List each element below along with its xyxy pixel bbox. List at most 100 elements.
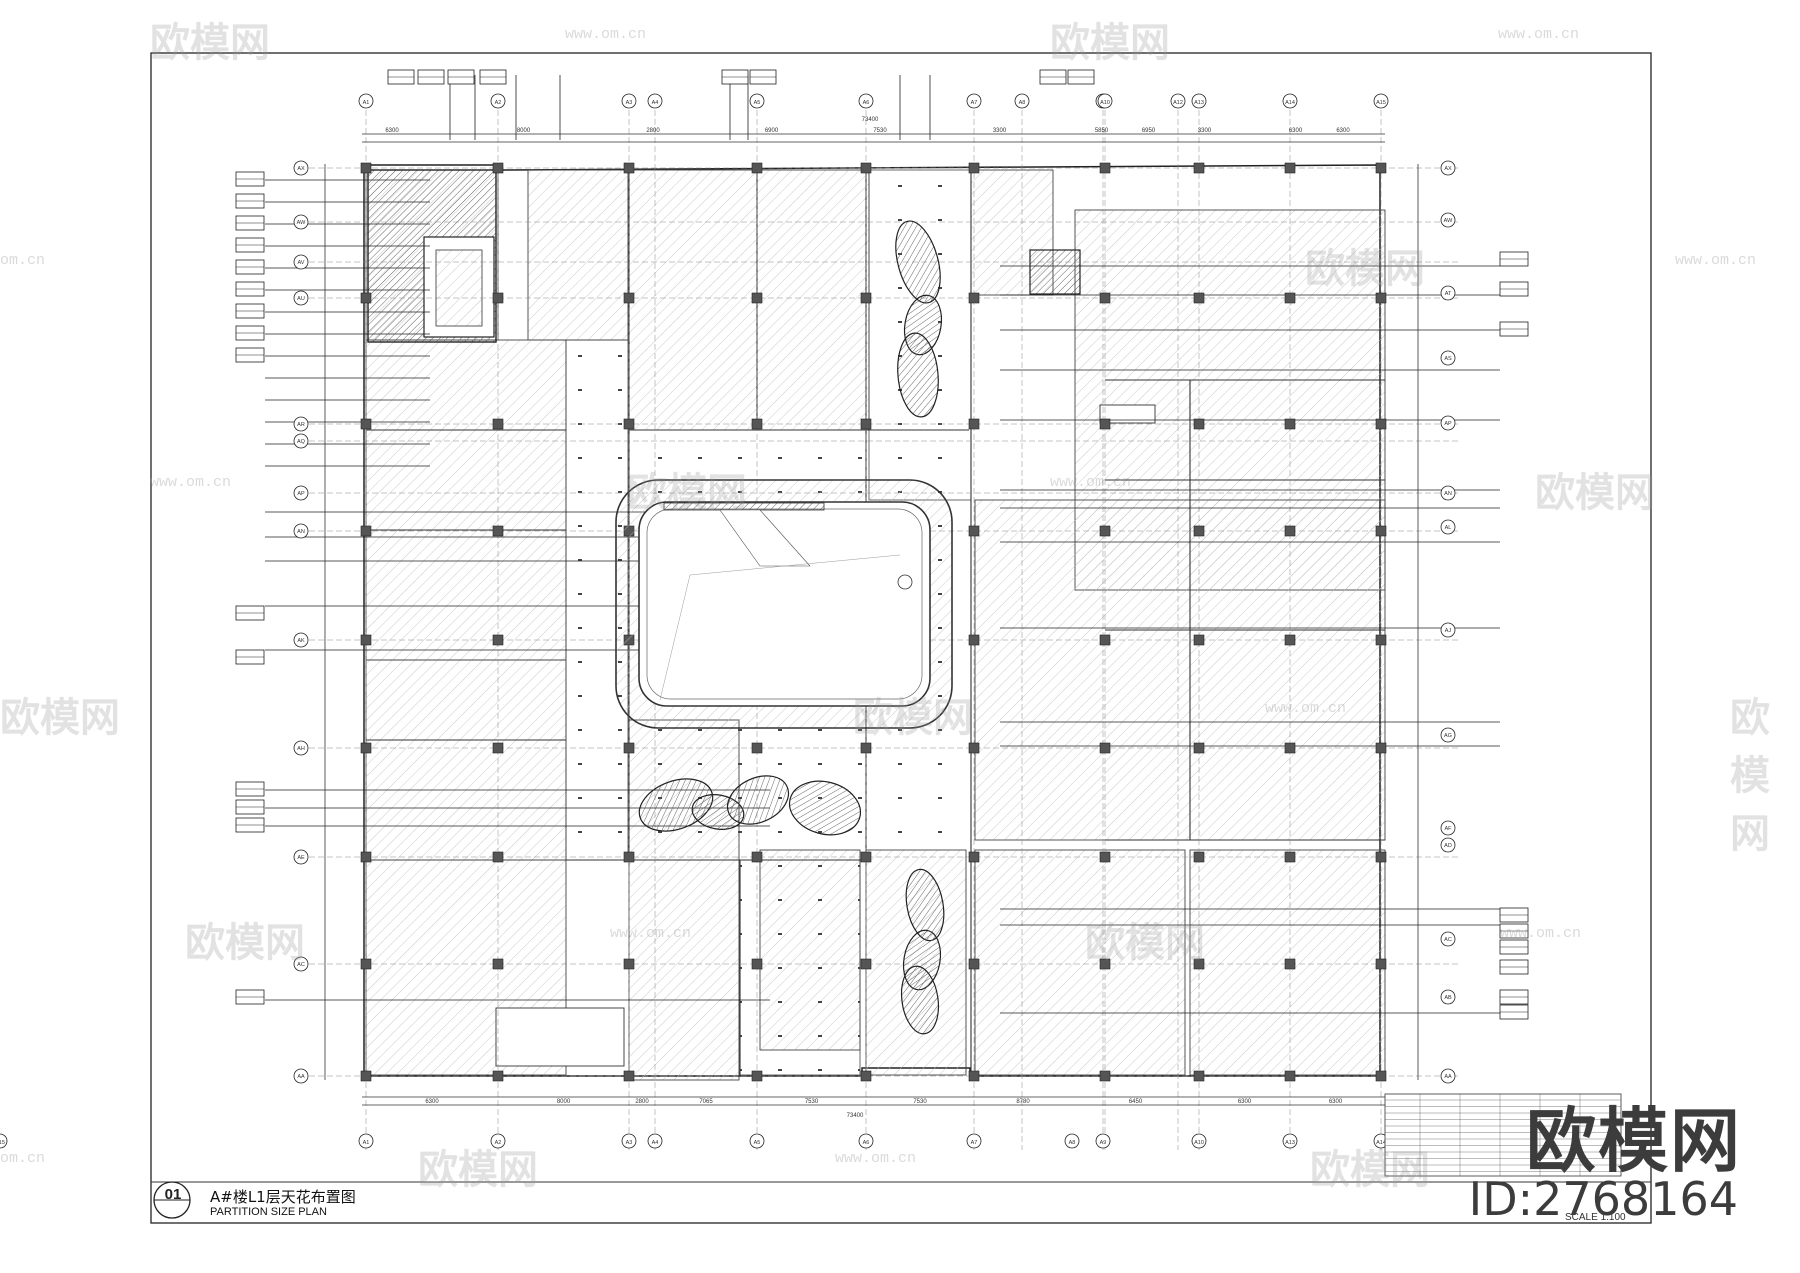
grid-label: AW (1444, 218, 1453, 224)
structural-column (751, 1070, 763, 1082)
structural-column (968, 1070, 980, 1082)
structural-column (360, 418, 372, 430)
dimension-value: 8000 (517, 128, 531, 134)
grid-label: AJ (1445, 628, 1452, 634)
structural-column (968, 851, 980, 863)
grid-label: AN (1444, 491, 1452, 497)
grid-bubble (1014, 93, 1030, 109)
grid-bubble (1191, 93, 1207, 109)
structural-column (492, 742, 504, 754)
grid-label: AN (297, 529, 305, 535)
core-lift-inner (435, 249, 483, 327)
structural-column (492, 1070, 504, 1082)
structural-column (1375, 634, 1387, 646)
grid-bubble (1440, 820, 1456, 836)
dimension-value: 7530 (873, 128, 887, 134)
watermark-url: www.om.cn (610, 925, 692, 942)
grid-label: A15 (1376, 100, 1386, 106)
grid-lines (265, 75, 1500, 1150)
structural-column (968, 162, 980, 174)
structural-column (968, 742, 980, 754)
grid-label: A10 (1100, 100, 1110, 106)
structural-column (1193, 851, 1205, 863)
leaf-ceiling-feature (726, 775, 790, 825)
structural-column (623, 958, 635, 970)
grid-bubble (1097, 93, 1113, 109)
grid-label: A12 (1173, 100, 1183, 106)
grid-bubble (0, 1133, 8, 1149)
structural-column (1099, 292, 1111, 304)
structural-column (1284, 525, 1296, 537)
grid-bubble (293, 254, 309, 270)
structural-column (492, 958, 504, 970)
grid-label: AW (297, 220, 306, 226)
dimension-value: 6300 (1336, 128, 1350, 134)
structural-column (1099, 418, 1111, 430)
structural-column (1193, 292, 1205, 304)
structural-column (1284, 634, 1296, 646)
grid-bubble (358, 93, 374, 109)
structural-column (1375, 1070, 1387, 1082)
leaf-ceiling-feature (788, 780, 862, 836)
grid-label: AB (1444, 995, 1452, 1001)
dimension-value: 8780 (1016, 1099, 1030, 1105)
dimension-value: 7530 (805, 1099, 819, 1105)
watermark-brand: 欧模网 (150, 20, 270, 66)
grid-label: A3 (626, 1140, 633, 1146)
grid-bubble (1440, 485, 1456, 501)
grid-bubble (1373, 93, 1389, 109)
structural-column (860, 742, 872, 754)
structural-column (860, 418, 872, 430)
grid-bubble (1440, 285, 1456, 301)
structural-column (360, 958, 372, 970)
structural-column (360, 634, 372, 646)
grid-bubble (1440, 519, 1456, 535)
grid-bubble (858, 93, 874, 109)
grid-label: A10 (1194, 1140, 1204, 1146)
leaf-features (638, 220, 945, 1035)
atrium (615, 479, 953, 729)
watermark-url: www.om.cn (565, 26, 647, 43)
structural-column (968, 292, 980, 304)
grid-bubble (1440, 989, 1456, 1005)
grid-bubble (293, 1068, 309, 1084)
structural-column (492, 162, 504, 174)
structural-column (623, 851, 635, 863)
structural-column (1099, 742, 1111, 754)
grid-bubble (293, 740, 309, 756)
structural-column (1193, 418, 1205, 430)
dimension-value: 2800 (646, 128, 660, 134)
grid-bubble (293, 956, 309, 972)
grid-label: A4 (652, 100, 659, 106)
dimension-value: 8000 (557, 1099, 571, 1105)
grid-label: AC (1444, 937, 1452, 943)
grid-label: A14 (1376, 1140, 1386, 1146)
watermark-brand: 欧模网 (1305, 246, 1425, 292)
grid-label: AC (297, 962, 305, 968)
grid-label: AL (1445, 525, 1452, 531)
grid-bubble (966, 1133, 982, 1149)
grid-label: A5 (754, 100, 761, 106)
dimension-value: 6900 (765, 128, 779, 134)
grid-label: AX (297, 166, 305, 172)
structural-column (968, 958, 980, 970)
atrium-light-wedge (719, 509, 811, 567)
structural-column (1375, 958, 1387, 970)
grid-label: A13 (1194, 100, 1204, 106)
grid-label: A2 (495, 1140, 502, 1146)
grid-label: A3 (626, 100, 633, 106)
grid-label: AK (297, 638, 305, 644)
structural-column (1193, 742, 1205, 754)
total-dimension: 73400 (862, 117, 879, 123)
reception-counter (495, 1007, 625, 1067)
structural-column (1284, 162, 1296, 174)
grid-label: AP (297, 491, 305, 497)
watermark-url: www.om.cn (1500, 925, 1582, 942)
structural-column (1099, 1070, 1111, 1082)
structural-column (860, 292, 872, 304)
structural-column (751, 958, 763, 970)
ceiling-zone (365, 339, 567, 661)
grid-bubble (1440, 212, 1456, 228)
grid-label: AD (1444, 843, 1452, 849)
